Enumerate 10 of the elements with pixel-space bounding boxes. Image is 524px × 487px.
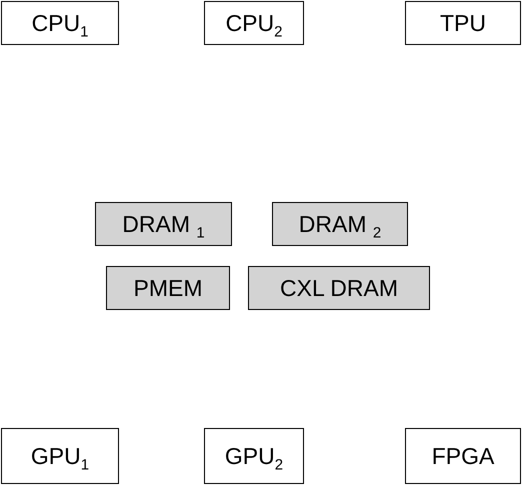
- memory-box: DRAM $_{2}$: [272, 202, 408, 246]
- processor-box: CPU$_{2}$: [204, 1, 304, 45]
- processor-box: GPU$_{2}$: [204, 428, 304, 484]
- processor-box: FPGA: [405, 428, 521, 484]
- memory-box: CXL DRAM: [248, 266, 430, 310]
- processor-box: GPU$_{1}$: [1, 428, 119, 484]
- memory-box: DRAM $_{1}$: [95, 202, 232, 246]
- processor-box: TPU: [405, 1, 521, 45]
- memory-box: PMEM: [106, 266, 230, 310]
- processor-box: CPU$_{1}$: [1, 1, 119, 45]
